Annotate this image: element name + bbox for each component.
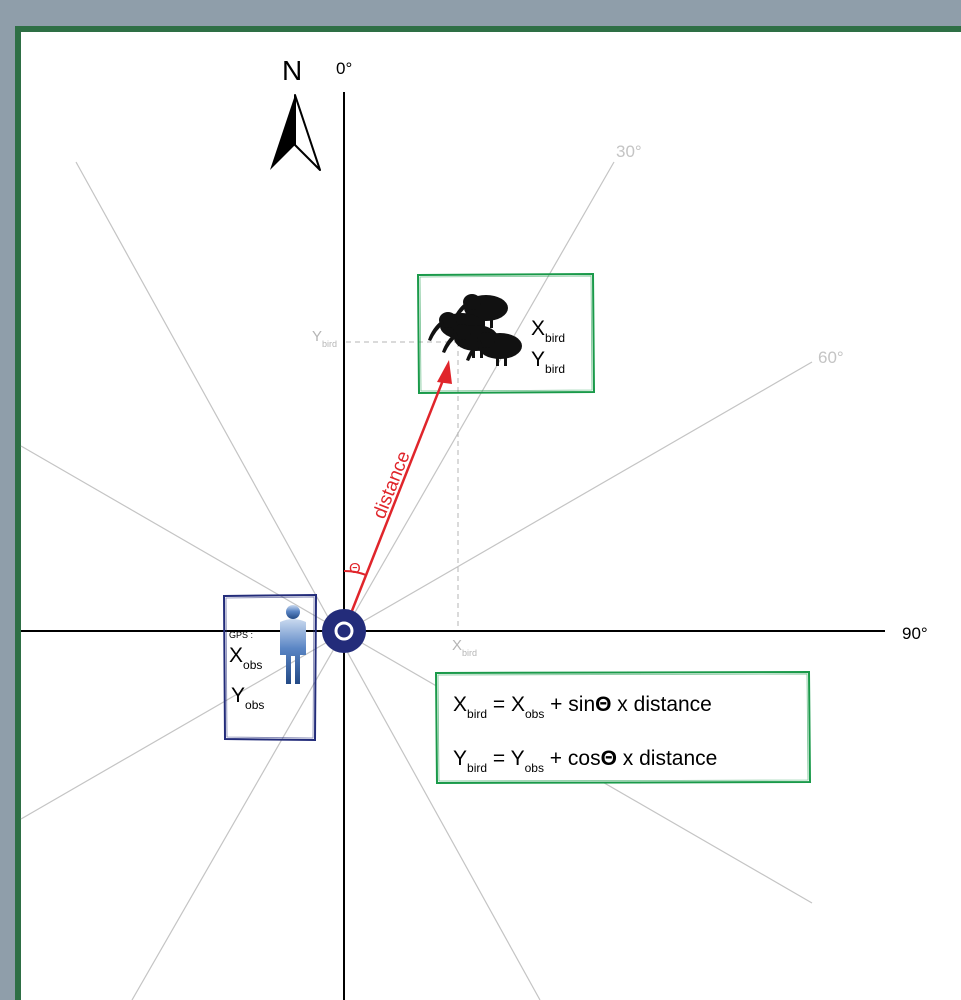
frame [15,26,961,1000]
y-bird-axis-marker: Ybird [312,328,337,349]
angle-0-label: 0° [336,59,352,78]
north-label: N [282,55,302,86]
direction-rays [20,161,813,1000]
angle-90-label: 90° [902,624,928,643]
bird-icon [466,332,522,366]
observer-x-coordinate: Xobs [229,644,262,672]
ray-30-210 [131,161,615,1000]
angle-30-label: 30° [616,142,642,161]
ray-60-240 [20,361,813,820]
observer-position-marker [322,609,366,653]
observer-y-coordinate: Yobs [231,684,264,712]
bird-box [416,272,596,395]
theta-arc [343,569,367,576]
ray-330-150 [75,161,541,1000]
projection-lines [346,341,459,628]
bird-flock-icon [428,294,522,366]
x-bird-axis-marker: Xbird [452,637,477,658]
north-arrow-icon: N [270,55,321,171]
angle-60-label: 60° [818,348,844,367]
bird-y-coordinate: Ybird [531,348,565,376]
formula-y: Ybird = Yobs + cosΘ x distance [453,747,717,775]
gps-label: GPS : [229,630,253,640]
bird-icon [442,324,498,358]
ray-300-120 [20,445,813,904]
bird-x-coordinate: Xbird [531,317,565,345]
person-icon [280,605,306,684]
distance-vector [342,360,452,632]
formula-x: Xbird = Xobs + sinΘ x distance [453,693,712,721]
theta-label: Θ [349,560,361,577]
observer-box [222,593,318,742]
formula-box [434,670,812,785]
